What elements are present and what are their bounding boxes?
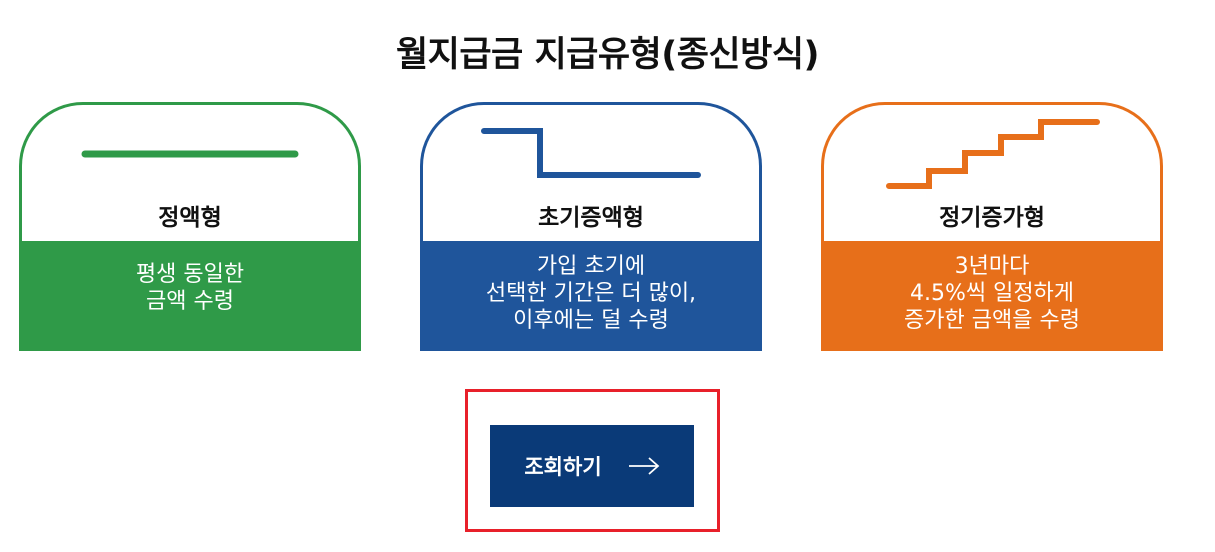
card-title: 초기증액형: [538, 205, 644, 231]
payment-type-card-flat: 정액형 평생 동일한 금액 수령: [19, 102, 361, 351]
search-button-label: 조회하기: [524, 455, 602, 479]
payment-type-card-regular-increase: 정기증가형 3년마다 4.5%씩 일정하게 증가한 금액을 수령: [821, 102, 1163, 351]
page-title: 월지급금 지급유형(종신방식): [395, 35, 820, 75]
card-description-line: 가입 초기에: [536, 254, 646, 279]
card-description: 평생 동일한 금액 수령: [19, 241, 361, 351]
card-description-line: 평생 동일한: [135, 262, 245, 287]
card-title: 정액형: [158, 205, 222, 231]
card-description-line: 3년마다: [954, 254, 1030, 279]
highlight-frame: [465, 389, 720, 532]
step-down-line-icon: [481, 128, 701, 178]
card-description-line: 선택한 기간은 더 많이,: [485, 281, 697, 306]
card-description: 3년마다 4.5%씩 일정하게 증가한 금액을 수령: [821, 241, 1163, 351]
search-button[interactable]: 조회하기: [490, 425, 694, 507]
card-description-line: 4.5%씩 일정하게: [909, 281, 1075, 306]
card-description: 가입 초기에 선택한 기간은 더 많이, 이후에는 덜 수령: [420, 241, 762, 351]
card-header: [821, 102, 1163, 242]
flat-line-icon: [81, 150, 299, 158]
staircase-up-icon: [886, 119, 1100, 189]
card-header: [19, 102, 361, 242]
card-description-line: 금액 수령: [146, 289, 234, 314]
card-title: 정기증가형: [939, 205, 1045, 231]
payment-type-card-initial-increase: 초기증액형 가입 초기에 선택한 기간은 더 많이, 이후에는 덜 수령: [420, 102, 762, 351]
arrow-right-icon: [628, 457, 659, 475]
card-description-line: 증가한 금액을 수령: [904, 308, 1080, 333]
card-description-line: 이후에는 덜 수령: [513, 308, 669, 333]
